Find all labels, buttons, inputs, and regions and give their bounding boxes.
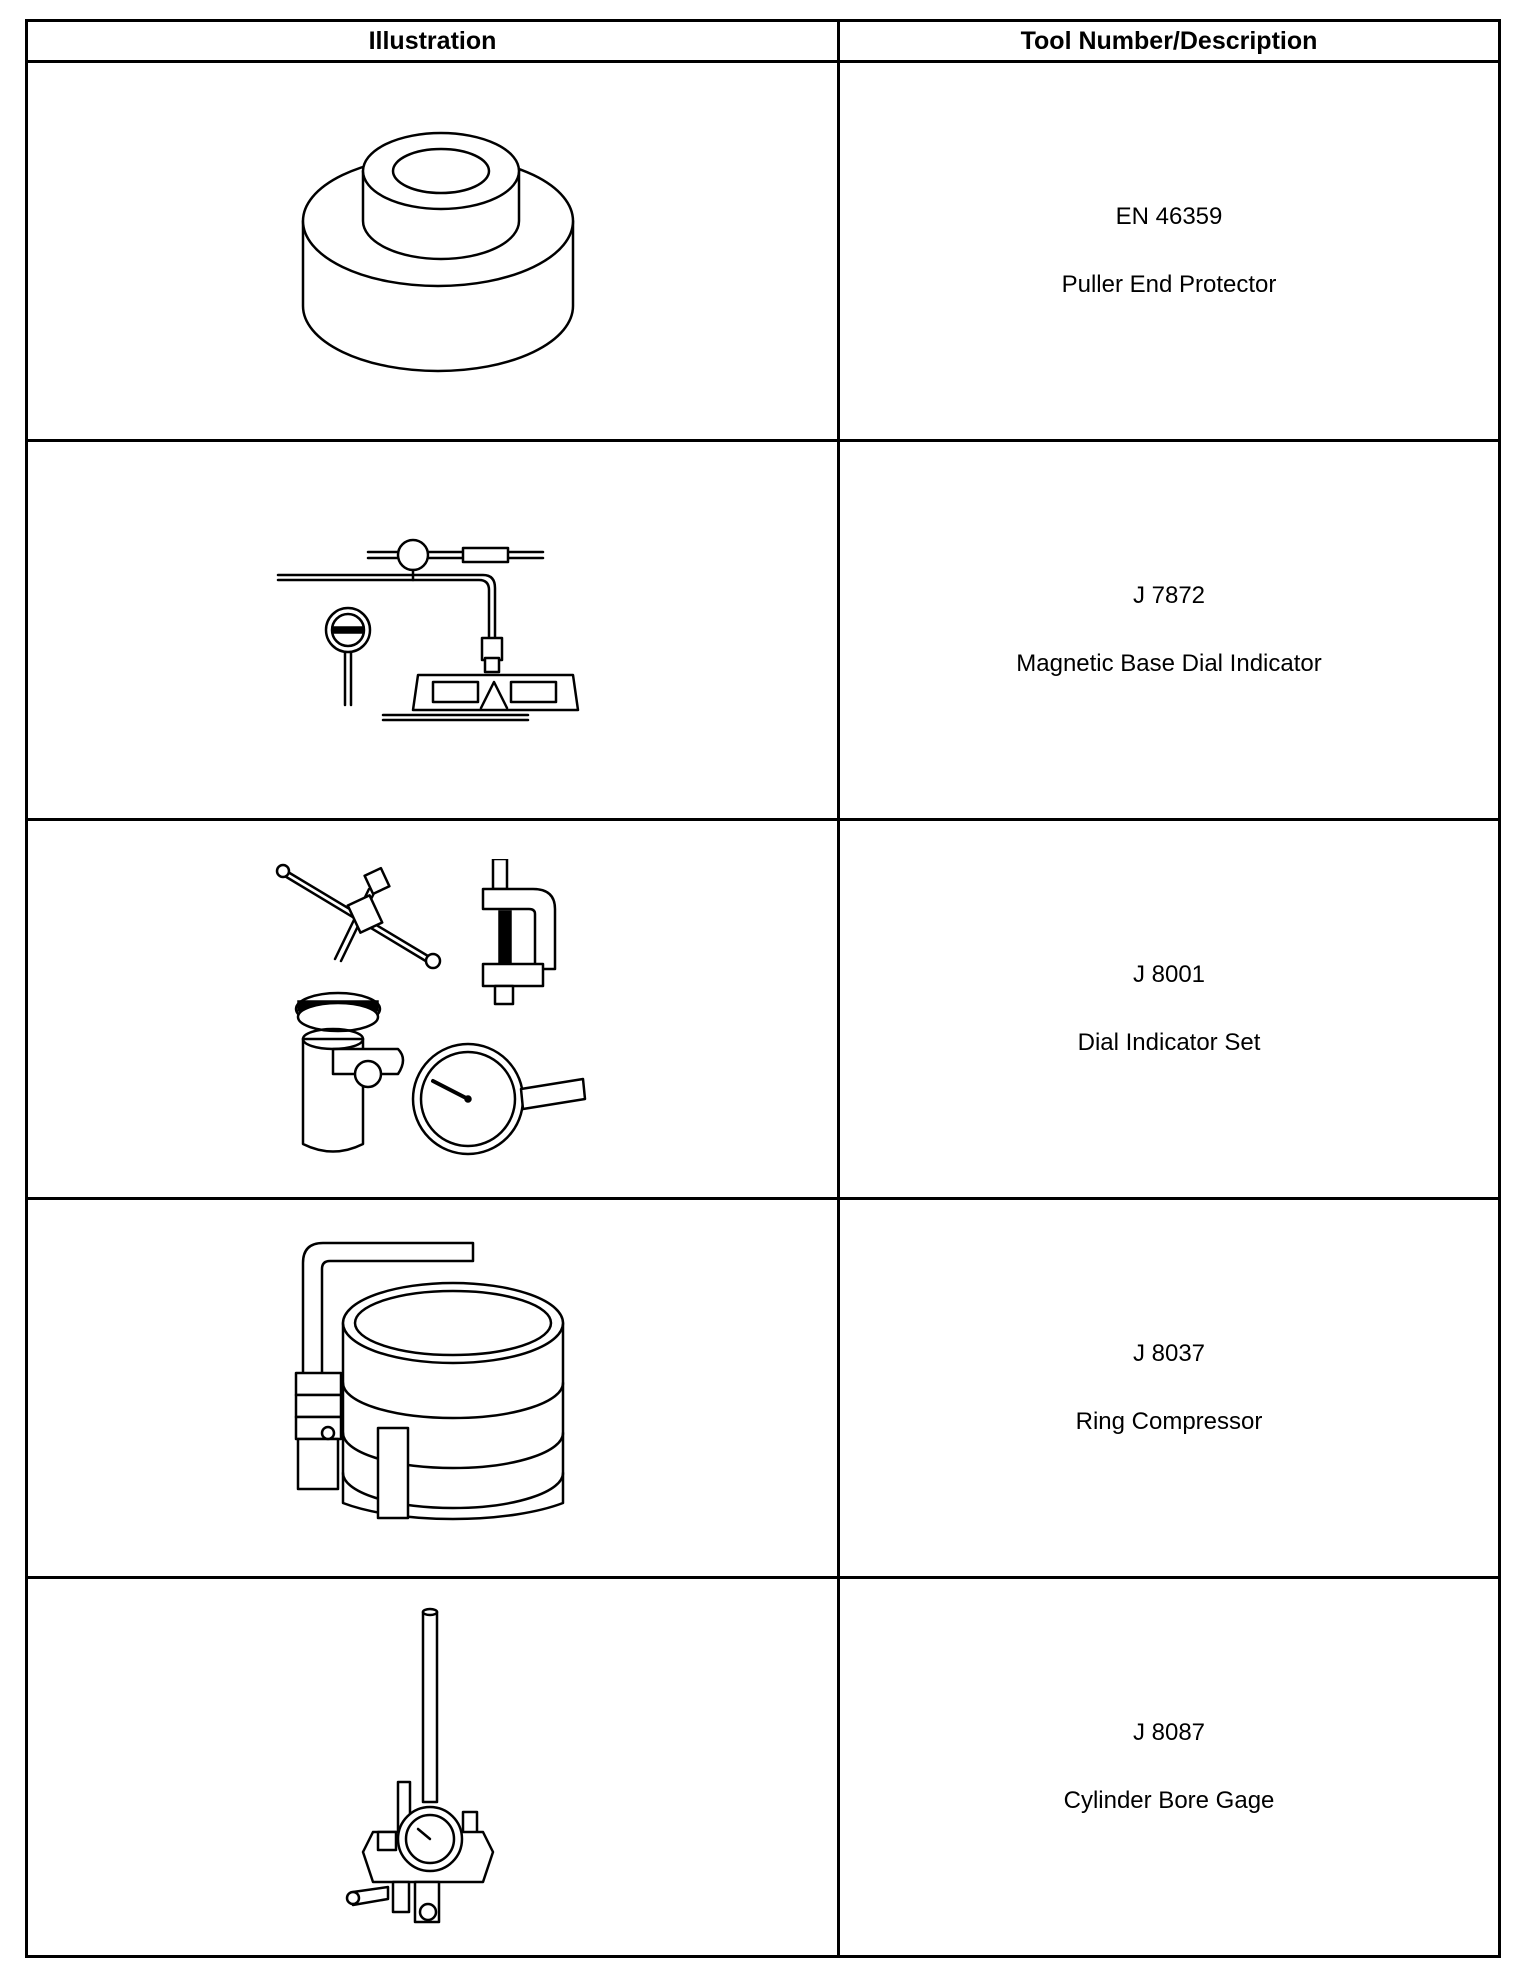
header-illustration: Illustration: [25, 19, 840, 63]
tool-description: Puller End Protector: [1061, 271, 1277, 298]
tool-number: J 7872: [1132, 581, 1206, 609]
tool-description: Ring Compressor: [1075, 1408, 1263, 1435]
magnetic-base-dial-indicator-icon: [276, 538, 579, 722]
table-row: J 8001 Dial Indicator Set: [25, 818, 1501, 1200]
illustration-cell: [25, 1576, 840, 1958]
header-tool-description: Tool Number/Description: [837, 19, 1501, 63]
tool-info-cell: J 8001 Dial Indicator Set: [837, 818, 1501, 1200]
table-row: EN 46359 Puller End Protector: [25, 60, 1501, 442]
ring-compressor-icon: [294, 1241, 564, 1521]
table-header-row: Illustration Tool Number/Description: [25, 19, 1501, 63]
tool-table: Illustration Tool Number/Description E: [25, 19, 1501, 1958]
tool-number: J 8037: [1132, 1339, 1206, 1367]
tool-info-cell: J 8037 Ring Compressor: [837, 1197, 1501, 1579]
table-row: J 7872 Magnetic Base Dial Indicator: [25, 439, 1501, 821]
tool-info-cell: EN 46359 Puller End Protector: [837, 60, 1501, 442]
tool-description: Cylinder Bore Gage: [1063, 1787, 1275, 1814]
table-row: J 8087 Cylinder Bore Gage: [25, 1576, 1501, 1958]
tool-number: EN 46359: [1115, 202, 1223, 230]
illustration-cell: [25, 60, 840, 442]
tool-number: J 8087: [1132, 1718, 1206, 1746]
illustration-cell: [25, 818, 840, 1200]
cylinder-bore-gage-icon: [345, 1607, 494, 1924]
tool-description: Dial Indicator Set: [1077, 1029, 1261, 1056]
illustration-cell: [25, 1197, 840, 1579]
tool-number: J 8001: [1132, 960, 1206, 988]
tool-info-cell: J 7872 Magnetic Base Dial Indicator: [837, 439, 1501, 821]
dial-indicator-set-icon: [275, 859, 586, 1156]
tool-description: Magnetic Base Dial Indicator: [1016, 650, 1322, 677]
table-row: J 8037 Ring Compressor: [25, 1197, 1501, 1579]
tool-info-cell: J 8087 Cylinder Bore Gage: [837, 1576, 1501, 1958]
puller-end-protector-icon: [301, 131, 574, 373]
illustration-cell: [25, 439, 840, 821]
